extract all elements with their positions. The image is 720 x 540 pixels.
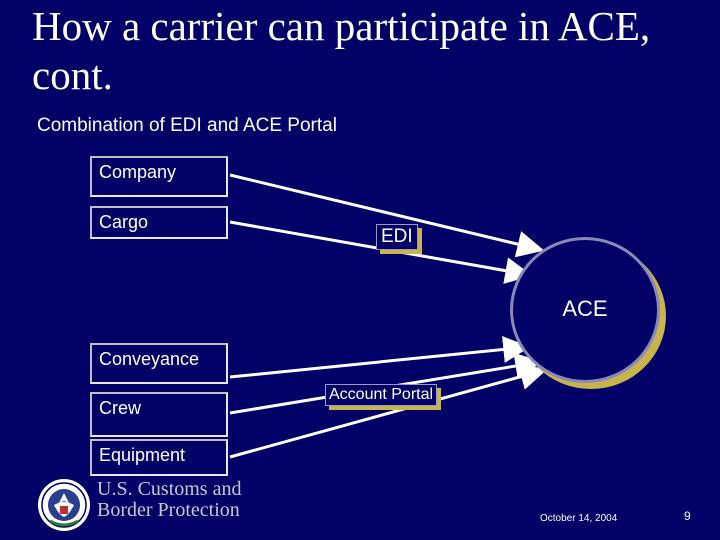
- dhs-seal-icon: [38, 479, 90, 531]
- agency-logo-text: U.S. Customs and Border Protection: [97, 479, 241, 521]
- box-crew: Crew: [90, 392, 228, 437]
- footer-date: October 14, 2004: [540, 513, 618, 524]
- account-portal-tag: Account Portal: [325, 384, 438, 406]
- arrow-equipment-ace: [229, 363, 548, 459]
- page-number: 9: [684, 509, 691, 523]
- ace-circle: ACE: [510, 237, 660, 383]
- box-cargo: Cargo: [90, 206, 228, 239]
- arrow-company-ace: [229, 173, 545, 258]
- slide-subtitle: Combination of EDI and ACE Portal: [37, 115, 337, 136]
- agency-line-1: U.S. Customs and: [97, 478, 242, 500]
- ace-label: ACE: [562, 296, 608, 321]
- box-company: Company: [90, 156, 228, 197]
- agency-line-2: Border Protection: [97, 499, 240, 521]
- slide-title: How a carrier can participate in ACE, co…: [32, 3, 651, 98]
- box-equipment: Equipment: [90, 439, 228, 476]
- arrow-conveyance-ace: [229, 336, 531, 379]
- box-conveyance: Conveyance: [90, 343, 228, 384]
- edi-tag: EDI: [376, 224, 418, 250]
